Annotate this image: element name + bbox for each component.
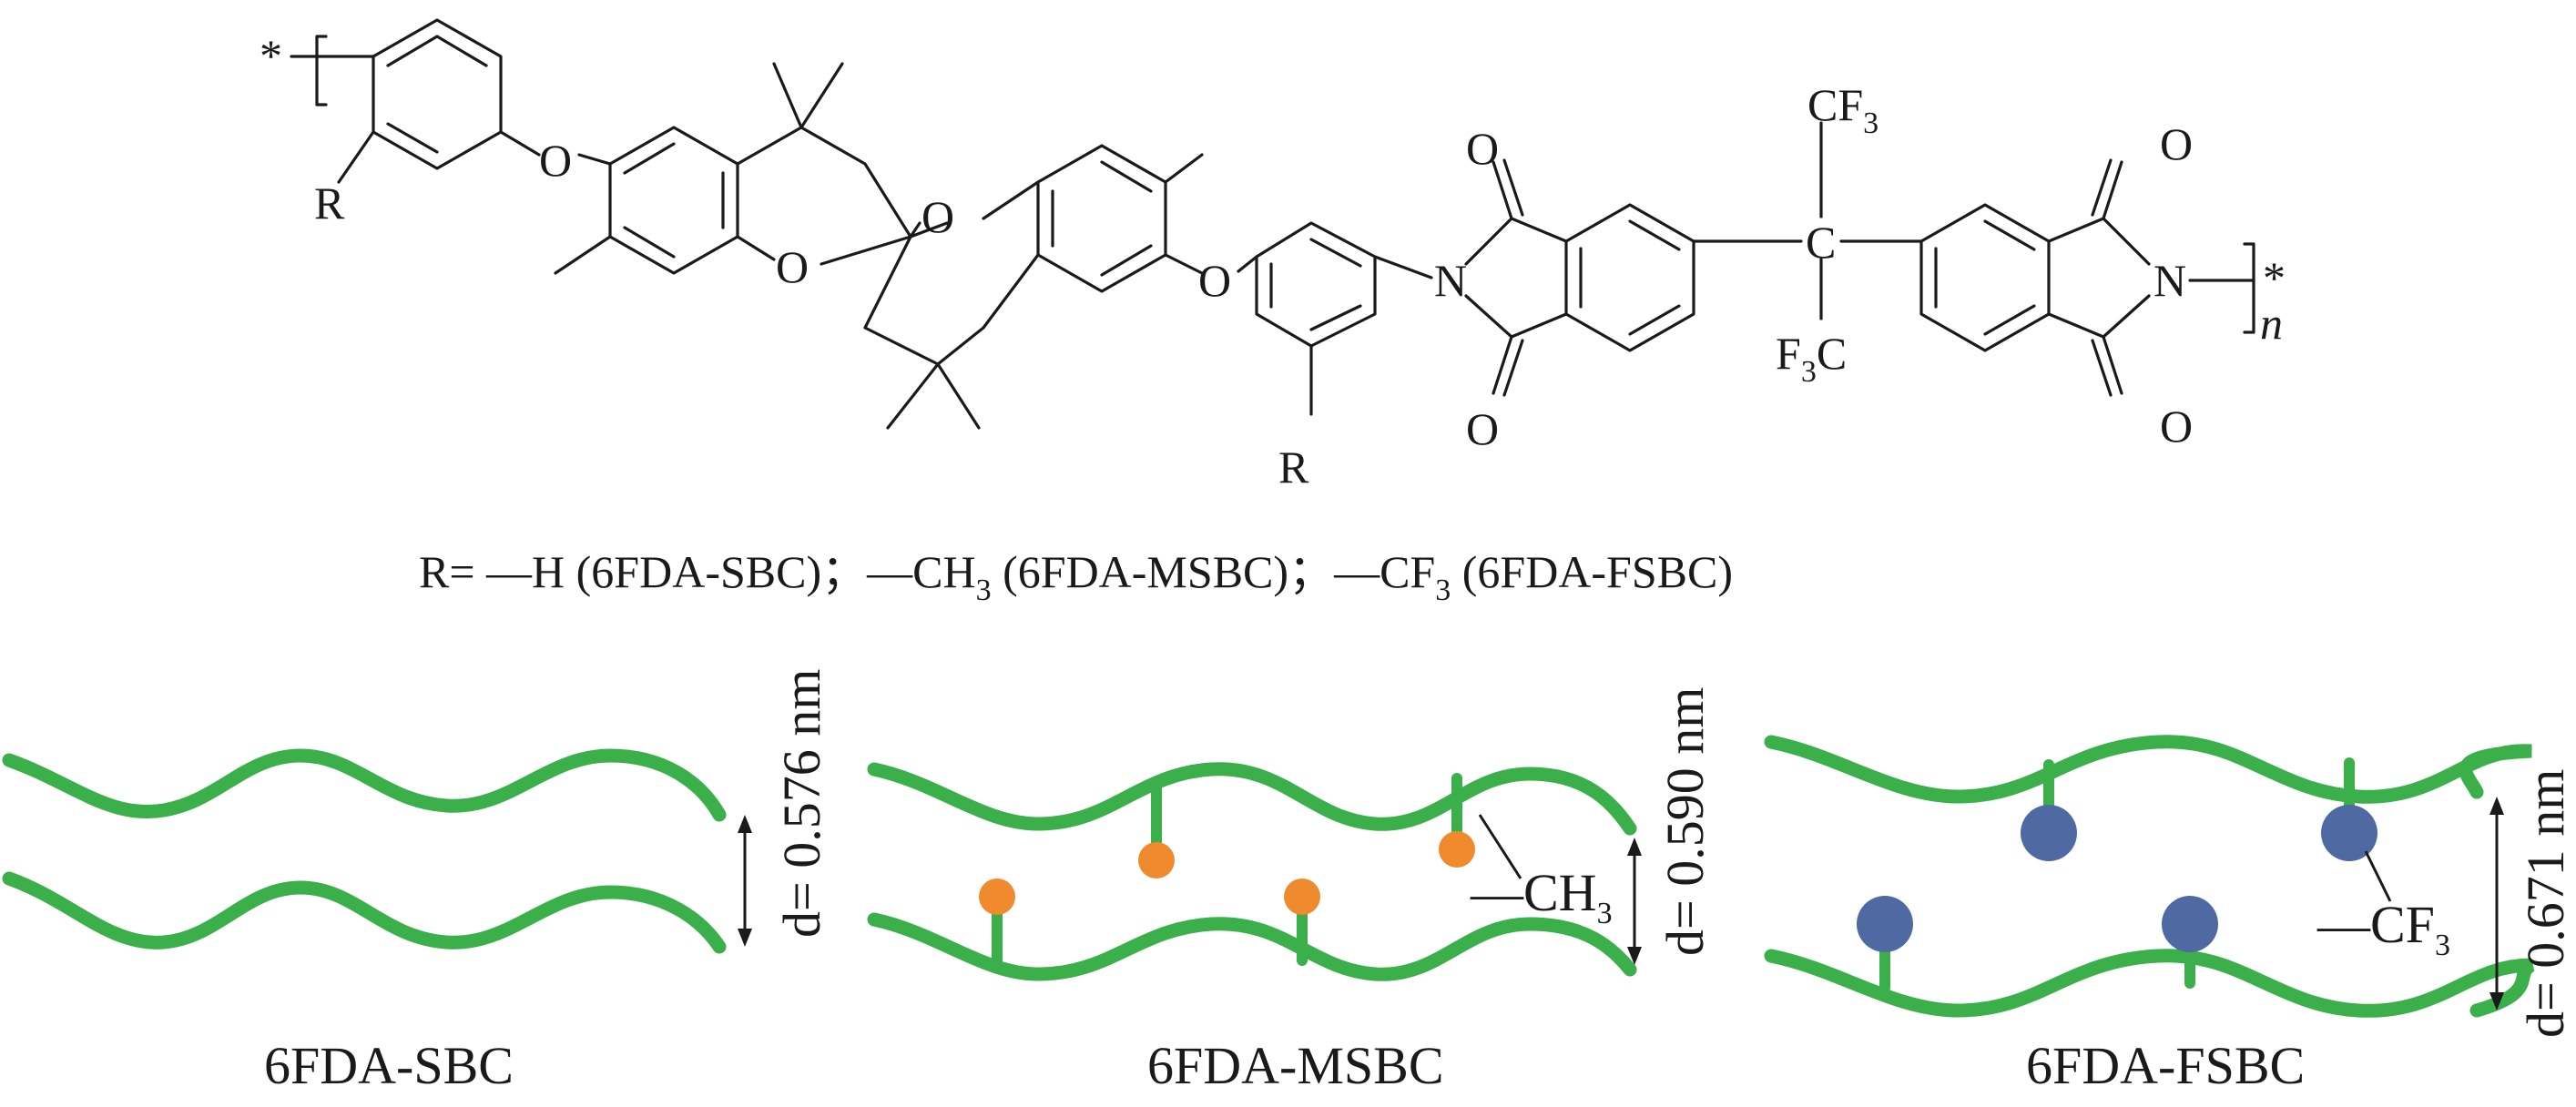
r-substituent-left: R (314, 178, 345, 229)
right-bracket (2243, 242, 2255, 334)
n-aryl-bond (1373, 255, 1433, 279)
msbc-panel-label: 6FDA-MSBC (1147, 1036, 1444, 1095)
left-star: * (260, 30, 282, 81)
imide-ring-2 (2047, 158, 2151, 397)
msbc-arrow-head-up (1627, 838, 1642, 856)
r-substituent-right: R (1278, 442, 1309, 493)
ether-bond-2 (577, 153, 612, 166)
methyl-group-3 (979, 878, 1015, 915)
panel-fsbc: —CF3 d= 0.671 nm 6FDA-FSBC (1764, 735, 2575, 1095)
sbc-arrow-head-down (738, 929, 752, 947)
ether-bond-1 (499, 130, 541, 157)
cf3-group-3 (1857, 896, 1913, 952)
panel-sbc: d= 0.576 nm 6FDA-SBC (2, 669, 831, 1095)
carbonyl-oxygen-1: O (1466, 123, 1499, 174)
phthalimide-ring-2 (1919, 203, 2051, 352)
fsbc-chain-bottom (1764, 949, 2536, 1018)
msbc-chain-bottom (867, 912, 1637, 981)
msbc-group-label: —CH3 (1470, 863, 1613, 930)
phenyl-ring-2 (1255, 221, 1377, 416)
pyran-ring-2 (863, 180, 1040, 430)
msbc-leader-line (1478, 814, 1522, 879)
imide-nitrogen-2: N (2153, 255, 2186, 306)
ether-oxygen-2: O (1198, 255, 1231, 306)
r-definition: R= —H (6FDA-SBC)；—CH3 (6FDA-MSBC)；—CF3 (… (419, 546, 1733, 607)
msbc-arrow-head-down (1627, 947, 1642, 965)
sbc-arrow-head-up (738, 815, 752, 833)
left-bracket (315, 35, 328, 107)
hexafluoroisopropylidene (1819, 121, 1923, 320)
ether-oxygen-1: O (539, 135, 572, 186)
sbc-panel-label: 6FDA-SBC (264, 1036, 514, 1095)
right-star: * (2263, 252, 2286, 303)
f3c-bottom: F3C (1776, 328, 1847, 389)
methyl-group-1 (1138, 842, 1175, 878)
fsbc-chain-top (1764, 735, 2532, 804)
imide-ring-1 (1464, 158, 1568, 397)
fsbc-panel-label: 6FDA-FSBC (2026, 1036, 2305, 1095)
ether-bond-3 (1164, 253, 1204, 275)
cf3-group-1 (2021, 805, 2077, 861)
ring-oxygen-2: O (921, 191, 954, 242)
methyl-group-4 (1284, 878, 1320, 915)
panel-msbc: —CH3 d= 0.590 nm 6FDA-MSBC (867, 687, 1715, 1095)
sbc-chain-top (2, 748, 727, 822)
repeat-subscript: n (2260, 298, 2283, 349)
phthalimide-ring-1 (1564, 203, 1803, 352)
central-carbon: C (1806, 217, 1836, 268)
benzo-ring-1 (554, 126, 739, 275)
fsbc-arrow-head-down (2489, 992, 2504, 1011)
cf3-group-2 (2321, 805, 2377, 861)
carbonyl-oxygen-3: O (2160, 118, 2193, 169)
fsbc-group-label: —CF3 (2316, 895, 2450, 962)
carbonyl-oxygen-4: O (2160, 401, 2193, 452)
phenyl-ring-1 (337, 18, 503, 184)
chemical-structure: * R O O (260, 18, 2286, 493)
cf3-group-4 (2162, 896, 2218, 952)
benzo-ring-2 (982, 144, 1204, 330)
carbonyl-oxygen-2: O (1466, 403, 1499, 454)
msbc-chain-top (867, 762, 1637, 836)
imide-nitrogen-1: N (1434, 255, 1467, 306)
msbc-d-spacing: d= 0.590 nm (1655, 687, 1715, 956)
pyran-ring-1 (736, 62, 912, 266)
cf3-top: CF3 (1807, 79, 1879, 140)
fsbc-leader-line (2364, 850, 2392, 902)
sbc-chain-bottom (2, 871, 727, 954)
fsbc-arrow-head-up (2489, 797, 2504, 815)
ether-bond-4 (1237, 255, 1258, 273)
fsbc-d-spacing: d= 0.671 nm (2516, 769, 2575, 1038)
methyl-group-2 (1439, 831, 1475, 868)
ring-oxygen-1: O (776, 241, 809, 292)
sbc-d-spacing: d= 0.576 nm (772, 669, 831, 938)
